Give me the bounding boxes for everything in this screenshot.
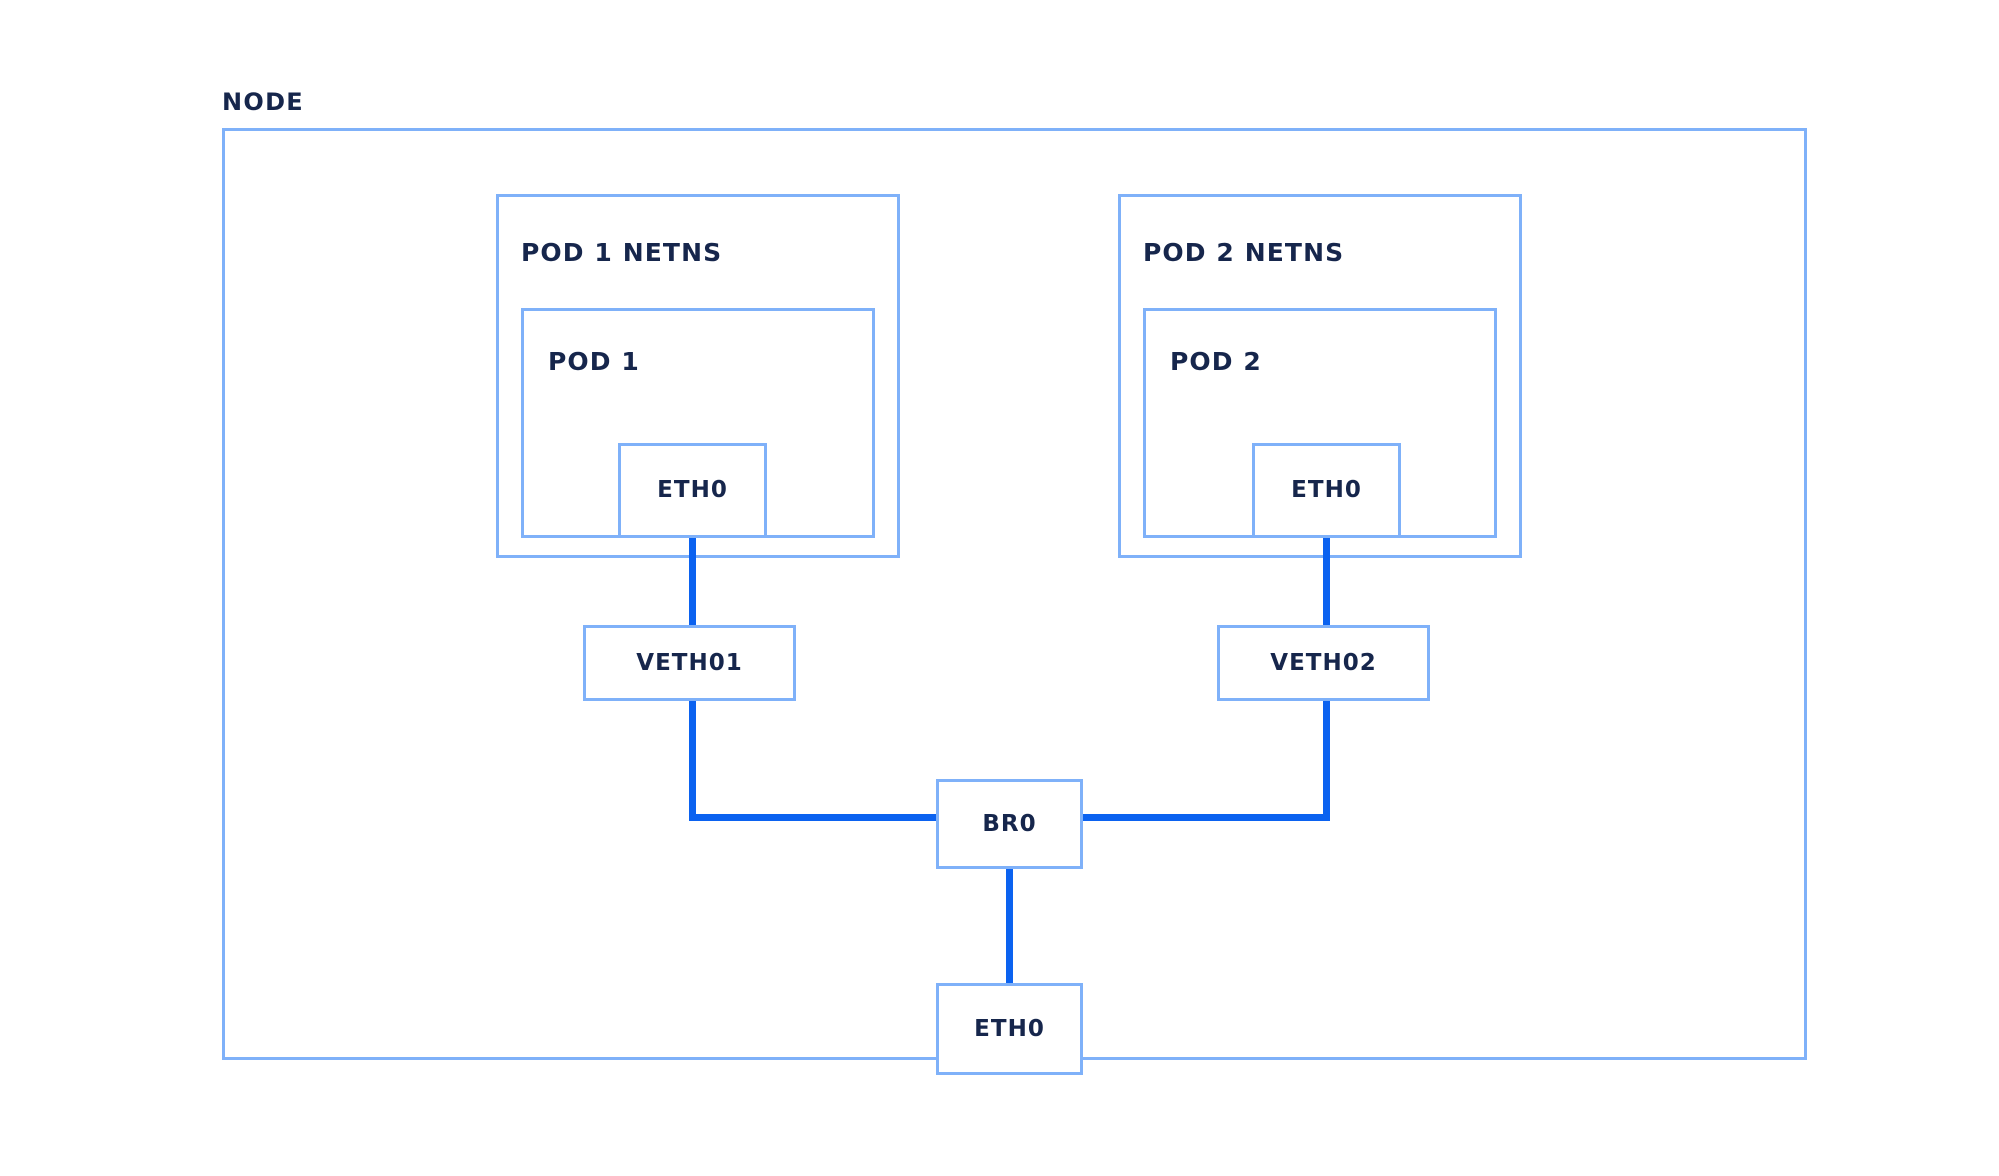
veth02-box[interactable]: VETH02 (1217, 625, 1430, 701)
wire-veth01-down (689, 701, 696, 821)
pod2-label: POD 2 (1170, 347, 1262, 376)
node-frame (222, 128, 1807, 1060)
br0-box[interactable]: BR0 (936, 779, 1083, 869)
veth02-label: VETH02 (1270, 649, 1377, 676)
node-eth0-box[interactable]: ETH0 (936, 983, 1083, 1075)
node-eth0-label: ETH0 (974, 1015, 1045, 1042)
pod2-netns-frame (1118, 194, 1522, 558)
veth01-label: VETH01 (636, 649, 743, 676)
pod1-label: POD 1 (548, 347, 640, 376)
node-title: NODE (222, 88, 305, 116)
pod2-eth0-label: ETH0 (1291, 477, 1362, 503)
wire-pod1eth0-veth01 (689, 538, 696, 628)
pod1-netns-frame (496, 194, 900, 558)
wire-br0-eth0 (1006, 869, 1013, 986)
pod1-eth0-label: ETH0 (657, 477, 728, 503)
br0-label: BR0 (982, 810, 1037, 837)
wire-veth01-br0 (689, 814, 936, 821)
veth01-box[interactable]: VETH01 (583, 625, 796, 701)
pod2-netns-label: POD 2 NETNS (1143, 238, 1345, 267)
pod1-eth0-box[interactable]: ETH0 (618, 443, 767, 538)
wire-pod2eth0-veth02 (1323, 538, 1330, 628)
pod1-netns-label: POD 1 NETNS (521, 238, 723, 267)
pod2-eth0-box[interactable]: ETH0 (1252, 443, 1401, 538)
wire-veth02-br0 (1083, 814, 1330, 821)
wire-veth02-down (1323, 701, 1330, 821)
